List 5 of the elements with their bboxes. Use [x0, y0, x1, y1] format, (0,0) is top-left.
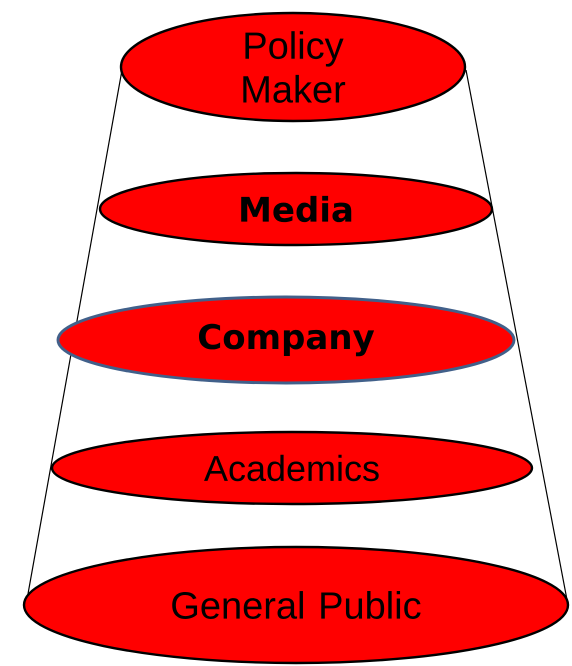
ellipse-node: Academics — [50, 430, 534, 506]
ellipse-node: Policy Maker — [120, 12, 466, 122]
ellipse-node: Media — [98, 172, 494, 246]
ellipse-node: General Public — [22, 546, 570, 664]
ellipse-node: Company — [56, 296, 516, 384]
